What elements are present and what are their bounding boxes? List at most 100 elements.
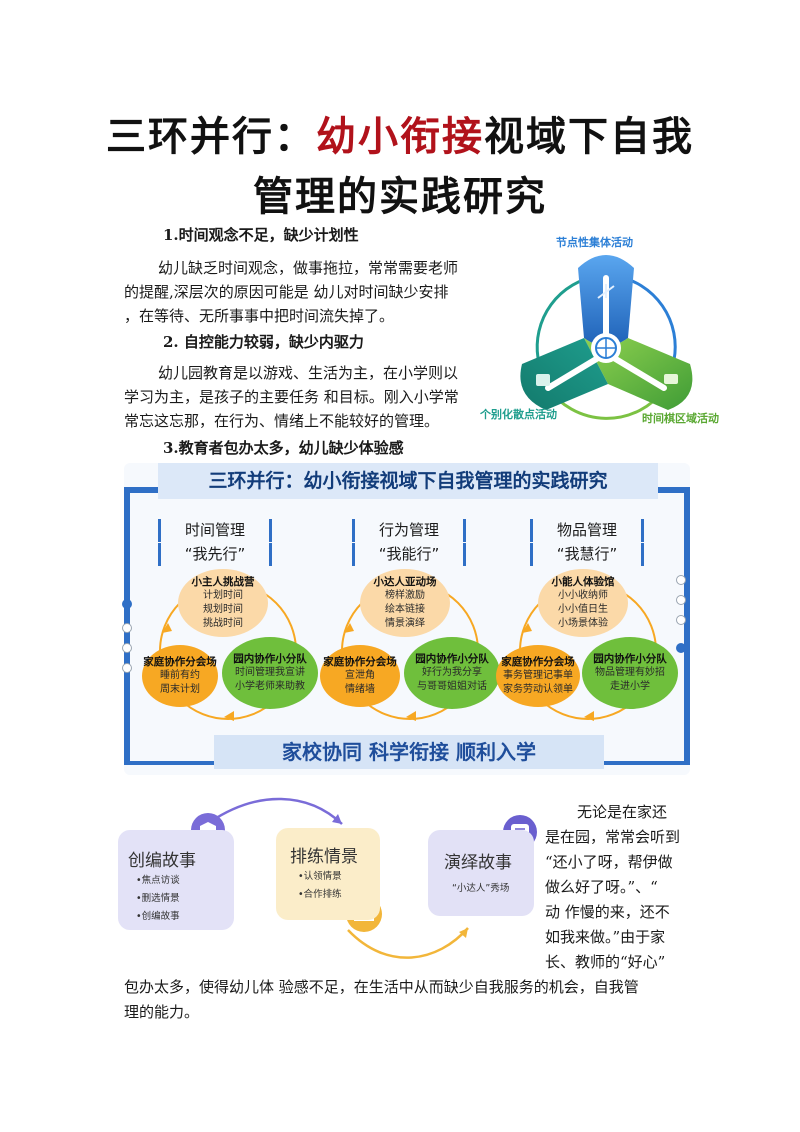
closing-line-1: 无论是在家还: [577, 803, 668, 821]
process-card-1-item: •删选情景: [136, 893, 180, 904]
bubble-item: 走进小学: [610, 681, 650, 692]
bubble-item: 周末计划: [160, 684, 200, 695]
section-2-line-1: 幼儿园教育是以游戏、生活为主，在小学则以: [158, 364, 459, 382]
section-3-heading: 3.教育者包办太多，幼儿缺少体验感: [163, 439, 404, 457]
group-3-top-bubble: 小能人体验馆 小小收纳师 小小值日生 小场景体验: [538, 569, 628, 637]
bubble-item: 挑战时间: [203, 618, 243, 629]
group-3-motto: “我慧行”: [530, 543, 644, 566]
title-accent: 幼小衔接: [316, 113, 484, 160]
framework-footer: 家校协同 科学衔接 顺利入学: [214, 735, 604, 769]
bubble-title: 家庭协作分会场: [323, 656, 397, 668]
bubble-item: 情绪墙: [345, 684, 375, 695]
bubble-item: 榜样激励: [385, 590, 425, 601]
ring-label-right: 时间棋区域活动: [642, 412, 719, 425]
bubble-item: 与哥哥姐姐对话: [417, 681, 487, 692]
group-2-right-bubble: 园内协作小分队 好行为我分享 与哥哥姐姐对话: [404, 637, 500, 709]
group-1-name: 时间管理: [158, 519, 272, 542]
cycle-arrow-icon: [224, 711, 234, 721]
group-2-name: 行为管理: [352, 519, 466, 542]
bubble-title: 园内协作小分队: [593, 653, 667, 665]
group-2-motto: “我能行”: [352, 543, 466, 566]
process-card-2-title: 排练情景: [290, 847, 358, 867]
process-card-1-item: •创编故事: [136, 911, 180, 922]
framework-header: 三环并行：幼小衔接视域下自我管理的实践研究: [158, 463, 658, 499]
section-2-line-2: 学习为主，是孩子的主要任务 和目标。刚入小学常: [124, 388, 459, 406]
bubble-item: 小场景体验: [558, 618, 608, 629]
process-card-3: 演绎故事 “小达人”秀场: [428, 830, 534, 916]
closing-bottom-line-1: 包办太多，使得幼儿体 验感不足，在生活中从而缺少自我服务的机会，自我管: [124, 978, 639, 996]
bubble-title: 园内协作小分队: [233, 653, 307, 665]
bubble-title: 家庭协作分会场: [143, 656, 217, 668]
ring-graphic: [520, 255, 693, 420]
frame-top-left-bar: [124, 487, 164, 493]
bubble-item: 时间管理我宣讲: [235, 667, 305, 678]
group-3-left-bubble: 家庭协作分会场 事务管理记事单 家务劳动认领单: [496, 645, 580, 707]
bubble-title: 小达人亚动场: [373, 576, 437, 588]
ring-diagram: 节点性集体活动 个别化散点活动 时间棋区域活动: [478, 228, 740, 428]
process-diagram: 创编故事 •焦点访谈 •删选情景 •创编故事 排练情景 •认领情景 •合作排练 …: [118, 796, 538, 968]
section-1-line-3: ，在等待、无所事事中把时间流失掉了。: [124, 307, 395, 325]
closing-line-2: 是在园，常常会听到: [545, 828, 681, 846]
bubble-item: 事务管理记事单: [503, 670, 573, 681]
petal-left: [520, 338, 608, 410]
group-1-motto: “我先行”: [158, 543, 272, 566]
bubble-item: 计划时间: [203, 590, 243, 601]
bubble-item: 家务劳动认领单: [503, 684, 573, 695]
bubble-title: 小主人挑战营: [191, 576, 255, 588]
cycle-arrow-icon: [584, 711, 594, 721]
title-prefix: 三环并行：: [106, 113, 316, 160]
closing-line-4: 做么好了呀。”、“: [545, 878, 658, 896]
ring-spoke-right: [611, 355, 667, 391]
section-2-line-3: 常忘这忘那，在行为、情绪上不能较好的管理。: [124, 412, 440, 430]
closing-line-7: 长、教师的“好心”: [545, 953, 666, 971]
ring-label-left: 个别化散点活动: [480, 408, 557, 421]
section-1-line-1: 幼儿缺乏时间观念，做事拖拉，常常需要老师: [158, 259, 459, 277]
bubble-item: 好行为我分享: [422, 667, 482, 678]
frame-top-right-bar: [650, 487, 690, 493]
bubble-item: 情景演绎: [385, 618, 425, 629]
process-card-1-title: 创编故事: [128, 851, 196, 871]
group-1-top-bubble: 小主人挑战营 计划时间 规划时间 挑战时间: [178, 569, 268, 637]
bubble-item: 绘本链接: [385, 604, 425, 615]
cycle-arrow-icon: [162, 623, 172, 633]
process-card-2: 排练情景 •认领情景 •合作排练: [276, 828, 380, 920]
bubble-title: 家庭协作分会场: [501, 656, 575, 668]
page-title-line-2: 管理的实践研究: [253, 173, 547, 220]
process-card-3-title: 演绎故事: [444, 853, 512, 873]
page-title-line-1: 三环并行：幼小衔接视域下自我: [0, 104, 800, 162]
process-card-1: 创编故事 •焦点访谈 •删选情景 •创编故事: [118, 830, 234, 930]
group-1-left-bubble: 家庭协作分会场 睡前有约 周末计划: [142, 645, 218, 707]
frame-right-bar: [684, 487, 690, 765]
group-2-left-bubble: 家庭协作分会场 宣泄角 情绪墙: [320, 645, 400, 707]
ring-spoke-left: [545, 355, 601, 391]
scissors-icon: [597, 284, 615, 299]
section-1-heading: 1.时间观念不足，缺少计划性: [163, 226, 359, 244]
closing-line-3: “还小了呀，帮伊做: [545, 853, 673, 871]
bubble-item: 规划时间: [203, 604, 243, 615]
closing-line-6: 如我来做。”由于家: [545, 928, 666, 946]
section-2-heading: 2. 自控能力较弱，缺少内驱力: [163, 333, 364, 351]
framework-diagram: 三环并行：幼小衔接视域下自我管理的实践研究 时间管理 “我先行” 小主人挑战营 …: [122, 463, 690, 775]
closing-bottom-line-2: 理的能力。: [124, 1003, 200, 1021]
bubble-title: 园内协作小分队: [415, 653, 489, 665]
title-suffix: 视域下自我: [484, 113, 694, 160]
closing-line-5: 动 作慢的来，还不: [545, 903, 670, 921]
cycle-arrow-icon: [406, 711, 416, 721]
group-1-right-bubble: 园内协作小分队 时间管理我宣讲 小学老师来助教: [222, 637, 318, 709]
group-3-right-bubble: 园内协作小分队 物品管理有妙招 走进小学: [582, 637, 678, 709]
process-card-2-item: •合作排练: [298, 889, 342, 900]
bubble-item: 小小收纳师: [558, 590, 608, 601]
process-card-3-item: “小达人”秀场: [452, 883, 510, 894]
section-1-line-2: 的提醒,深层次的原因可能是 幼儿对时间缺少安排: [124, 283, 449, 301]
bubble-item: 睡前有约: [160, 670, 200, 681]
group-3-name: 物品管理: [530, 519, 644, 542]
bubble-item: 小小值日生: [558, 604, 608, 615]
bubble-title: 小能人体验馆: [551, 576, 615, 588]
board-icon: [536, 374, 550, 386]
cycle-arrow-icon: [522, 623, 532, 633]
bubble-item: 小学老师来助教: [235, 681, 305, 692]
book-icon: [664, 374, 678, 384]
bubble-item: 宣泄角: [345, 670, 375, 681]
bubble-item: 物品管理有妙招: [595, 667, 665, 678]
process-card-1-item: •焦点访谈: [136, 875, 180, 886]
